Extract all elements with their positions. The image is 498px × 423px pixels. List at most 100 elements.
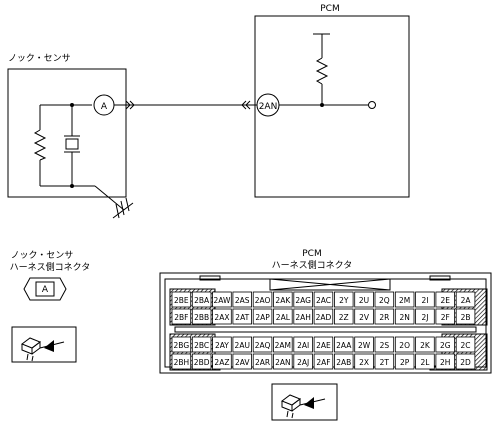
pcm-title: PCM — [320, 4, 339, 14]
pcm-pin-label: 2AW — [213, 296, 230, 305]
pcm-pin-cell — [252, 291, 273, 308]
pcm-box — [254, 15, 410, 198]
pcm-pin-label: 2AO — [255, 296, 271, 305]
pcm-pin-cell — [455, 353, 476, 370]
knock-element-icon — [64, 135, 80, 153]
pcm-pin-label: 2E — [440, 296, 450, 305]
resistor-icon — [33, 129, 47, 161]
pcm-pin-cell — [333, 291, 354, 308]
pcm-pin-label: 2BD — [194, 358, 210, 367]
pcm-pin-cell — [394, 353, 415, 370]
pcm-pin-cell — [354, 291, 374, 308]
pcm-internal-wiring — [279, 33, 368, 106]
pcm-pin-cell — [415, 336, 435, 353]
pcm-pin-cell — [374, 336, 395, 353]
pcm-pin-cell — [252, 336, 273, 353]
pcm-pin-cell — [374, 308, 395, 325]
pcm-pin-label: 2O — [399, 341, 410, 350]
pcm-pin-label: 2F — [441, 313, 450, 322]
pcm-pin-label: 2X — [359, 358, 369, 367]
pcm-pin-label: 2AR — [255, 358, 270, 367]
pcm-pin-label: 2AL — [276, 313, 291, 322]
connector-probe-icon — [11, 326, 77, 363]
pcm-pin-label: 2BH — [174, 358, 190, 367]
pcm-pin-cell — [313, 353, 334, 370]
pcm-pin-label: 2AS — [235, 296, 250, 305]
pcm-pin-label: 2AD — [316, 313, 332, 322]
ground-icon — [112, 197, 134, 219]
pcm-pin-cell — [333, 336, 354, 353]
pcm-pin-label: 2BC — [194, 341, 209, 350]
pcm-pin-cell — [232, 353, 252, 370]
pcm-pin-label: 2AJ — [297, 358, 309, 367]
pcm-pin-cell — [273, 291, 293, 308]
pcm-pin-cell — [191, 336, 212, 353]
pcm-pin-label: 2A — [461, 296, 472, 305]
pcm-pin-label: 2AK — [275, 296, 291, 305]
pcm-pin-cell — [354, 308, 374, 325]
pcm-pin-cell — [293, 336, 313, 353]
pcm-pin-label: 2AQ — [255, 341, 271, 350]
pcm-pin-label: 2Y — [339, 296, 349, 305]
pcm-pin-label: 2AE — [316, 341, 331, 350]
pcm-pin-label: 2AM — [275, 341, 291, 350]
pcm-pin-label: 2AX — [214, 313, 229, 322]
pcm-pin-cell — [232, 336, 252, 353]
pcm-pin-label: 2T — [380, 358, 390, 367]
pcm-pin-cell — [354, 353, 374, 370]
sensor-box — [7, 68, 127, 198]
pcm-pin-cell — [455, 291, 476, 308]
pcm-pin-label: 2BE — [174, 296, 189, 305]
pcm-pin-label: 2K — [420, 341, 431, 350]
pcm-pin-label: 2I — [421, 296, 428, 305]
sensor-internal-wiring — [39, 104, 125, 211]
sensor-connector-title-1: ノック・センサ — [11, 250, 74, 261]
pcm-pin-label: 2C — [461, 341, 471, 350]
pcm-pin-cell — [435, 308, 455, 325]
pcm-connector-title-2: ハーネス側コネクタ — [272, 259, 353, 271]
harness-wire — [114, 100, 258, 110]
pcm-pin-label: 2W — [358, 341, 371, 350]
pcm-pin-label: 2L — [420, 358, 430, 367]
terminal-a-label: A — [101, 102, 108, 112]
pcm-pin-label: 2AN — [275, 358, 291, 367]
pcm-pin-label: 2AA — [336, 341, 352, 350]
terminal-2an-label: 2AN — [259, 102, 278, 112]
pcm-pin-cell — [394, 336, 415, 353]
sensor-connector-pin-label: A — [42, 285, 49, 295]
pcm-pin-label: 2AZ — [214, 358, 229, 367]
pcm-pin-cell — [293, 353, 313, 370]
junction-dot — [70, 184, 74, 188]
sensor-connector-body — [23, 277, 67, 301]
pcm-pin-label: 2AU — [235, 341, 250, 350]
pcm-pin-cell — [252, 353, 273, 370]
pcm-pin-cell — [191, 308, 212, 325]
pcm-pin-label: 2AY — [215, 341, 229, 350]
pcm-pin-label: 2R — [379, 313, 389, 322]
pcm-pin-label: 2BA — [194, 296, 210, 305]
pcm-pin-label: 2N — [399, 313, 409, 322]
pcm-pin-cell — [313, 308, 334, 325]
pcm-pin-label: 2Q — [379, 296, 390, 305]
pcm-pin-cell — [273, 353, 293, 370]
pcm-pin-cell — [415, 308, 435, 325]
pcm-pin-cell — [374, 353, 395, 370]
pcm-pin-label: 2B — [461, 313, 471, 322]
pcm-pin-cell — [171, 353, 192, 370]
pcm-pin-cell — [354, 336, 374, 353]
pcm-pin-cell — [252, 308, 273, 325]
junction-dot — [70, 103, 74, 107]
pcm-connector-title-1: PCM — [302, 249, 321, 259]
pcm-pin-cell — [191, 291, 212, 308]
pcm-pin-cell — [455, 336, 476, 353]
pcm-pin-label: 2U — [359, 296, 369, 305]
sensor-connector-pin — [35, 281, 55, 297]
pcm-pin-cell — [374, 291, 395, 308]
pcm-pin-cell — [333, 353, 354, 370]
pcm-pin-label: 2BF — [174, 313, 188, 322]
pcm-pin-label: 2BG — [174, 341, 190, 350]
pcm-pin-cell — [293, 291, 313, 308]
pcm-pin-cell — [212, 353, 232, 370]
